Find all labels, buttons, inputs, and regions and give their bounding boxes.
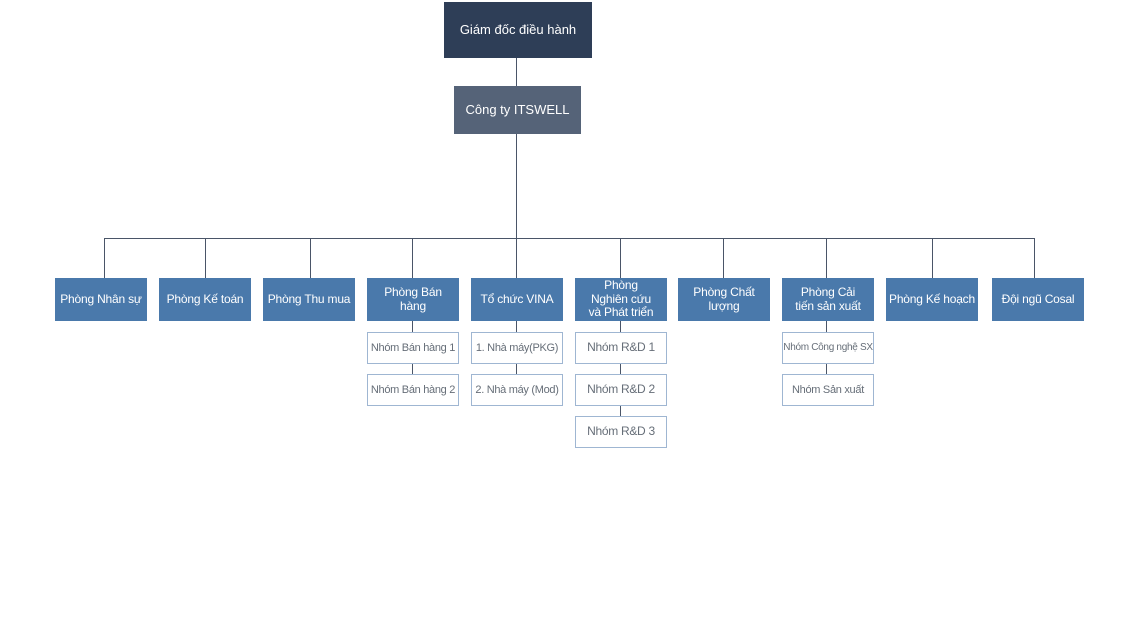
dept-accounting: Phòng Kế toán [159,278,251,321]
connector-sub [826,321,827,332]
dept-sales: Phòng Bán hàng [367,278,459,321]
dept-quality: Phòng Chất lượng [678,278,770,321]
connector-dept-drop [516,238,517,278]
dept-vina: Tổ chức VINA [471,278,563,321]
connector-sub [412,364,413,374]
connector-dept-drop [932,238,933,278]
connector-dept-drop [104,238,105,278]
connector-horizontal-bus [104,238,1035,239]
connector-dept-drop [310,238,311,278]
team-rnd-2: Nhóm R&D 2 [575,374,667,406]
dept-purchasing: Phòng Thu mua [263,278,355,321]
team-rnd-1: Nhóm R&D 1 [575,332,667,364]
team-rnd-3: Nhóm R&D 3 [575,416,667,448]
dept-production-improvement: Phòng Cải tiến sản xuất [782,278,874,321]
dept-hr: Phòng Nhân sự [55,278,147,321]
connector-dept-drop [723,238,724,278]
company-node: Công ty ITSWELL [454,86,581,134]
team-production: Nhóm Sản xuất [782,374,874,406]
connector-sub [412,321,413,332]
team-sales-1: Nhóm Bán hàng 1 [367,332,459,364]
connector-root-company [516,58,517,86]
dept-cosal: Đội ngũ Cosal [992,278,1084,321]
connector-dept-drop [620,238,621,278]
connector-sub [620,406,621,416]
connector-dept-drop [205,238,206,278]
dept-rnd: Phòng Nghiên cứu và Phát triển [575,278,667,321]
connector-dept-drop [826,238,827,278]
connector-sub [620,321,621,332]
dept-planning: Phòng Kế hoạch [886,278,978,321]
team-factory-mod: 2. Nhà máy (Mod) [471,374,563,406]
connector-sub [620,364,621,374]
team-factory-pkg: 1. Nhà máy(PKG) [471,332,563,364]
connector-company-bus [516,134,517,239]
connector-dept-drop [412,238,413,278]
connector-sub [516,321,517,332]
team-sales-2: Nhóm Bán hàng 2 [367,374,459,406]
connector-sub [826,364,827,374]
connector-dept-drop [1034,238,1035,278]
ceo-node: Giám đốc điều hành [444,2,592,58]
connector-sub [516,364,517,374]
team-production-tech: Nhóm Công nghệ SX [782,332,874,364]
